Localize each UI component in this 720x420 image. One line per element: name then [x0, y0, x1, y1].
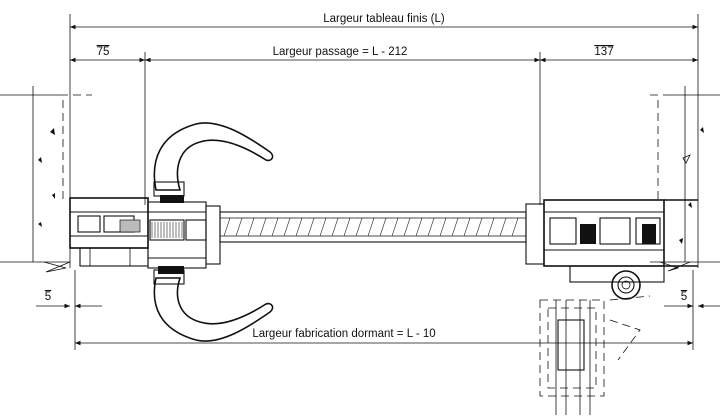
dimension-passage: 75 Largeur passage = L - 212 137 [70, 46, 698, 205]
door-handle-icon [153, 122, 274, 342]
opened-leaf-outline [539, 295, 651, 415]
fabrication-width-label: Largeur fabrication dormant = L - 10 [252, 328, 435, 340]
lock-mechanism [151, 222, 183, 238]
left-offset-label: 75 [97, 46, 110, 58]
dimension-small-offsets: 5 5 [36, 270, 720, 350]
hinge-circle [611, 270, 641, 300]
frame-profile-left [69, 195, 221, 274]
passage-width-label: Largeur passage = L - 212 [273, 46, 408, 58]
wall-left [0, 86, 92, 273]
right-offset-label: 137 [594, 46, 613, 58]
gasket-right [580, 224, 656, 244]
frame-profile-right [525, 199, 698, 300]
right-small-label: 5 [681, 291, 687, 303]
glazing-panel [219, 211, 527, 243]
dimension-fabrication: Largeur fabrication dormant = L - 10 [75, 328, 693, 346]
overall-width-label: Largeur tableau finis (L) [323, 13, 445, 25]
left-small-label: 5 [45, 291, 51, 303]
wall-right [650, 86, 720, 272]
